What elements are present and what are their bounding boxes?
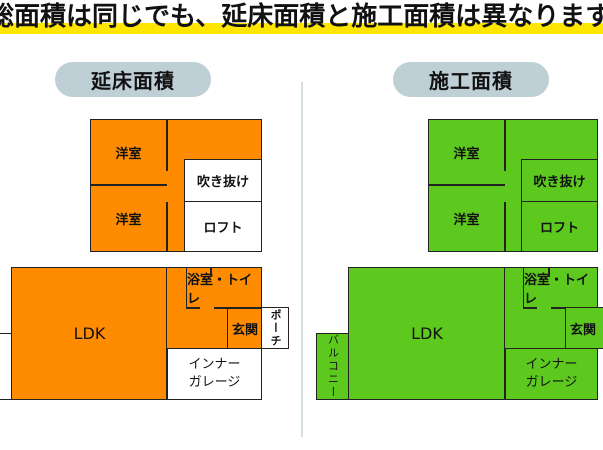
- title-highlight: [0, 23, 603, 34]
- room-bath: 浴室・トイレ: [186, 267, 262, 308]
- wall: [210, 267, 212, 277]
- room-ldk: LDK: [348, 267, 506, 400]
- room-entrance: 玄関: [227, 307, 262, 349]
- wall: [548, 267, 550, 277]
- right-upper-outline: [428, 119, 598, 252]
- wall: [166, 202, 168, 252]
- wall: [186, 307, 200, 309]
- title-banner: 総面積は同じでも、延床面積と施工面積は異なります: [0, 0, 603, 40]
- wall: [166, 119, 168, 171]
- room-porch: ポーチ: [261, 307, 289, 349]
- garage-line2: ガレージ: [525, 375, 578, 390]
- wall: [90, 184, 167, 186]
- label-floor-area: 延床面積: [55, 62, 211, 97]
- garage-line2: ガレージ: [188, 375, 241, 390]
- page-title: 総面積は同じでも、延床面積と施工面積は異なります: [0, 2, 603, 32]
- wall: [523, 307, 537, 309]
- room-loft: ロフト: [184, 201, 262, 252]
- room-loft: ロフト: [521, 201, 598, 252]
- room-ldk: LDK: [11, 267, 168, 400]
- room-garage: インナー ガレージ: [167, 348, 262, 400]
- garage-line1: インナー: [525, 357, 578, 372]
- garage-line1: インナー: [188, 357, 241, 372]
- room-balcony: バルコニー: [316, 333, 349, 400]
- room-garage: インナー ガレージ: [505, 348, 598, 400]
- label-construction-area: 施工面積: [393, 62, 549, 97]
- wall: [504, 202, 506, 252]
- room-entrance: 玄関: [565, 307, 603, 349]
- room-western-1: 洋室: [453, 146, 480, 162]
- wall: [504, 119, 506, 171]
- room-western-2: 洋室: [453, 213, 480, 228]
- wall: [428, 184, 505, 186]
- room-bath: 浴室・トイレ: [523, 267, 598, 308]
- divider: [301, 82, 303, 437]
- room-western-2: 洋室: [115, 213, 142, 228]
- room-western-1: 洋室: [115, 146, 142, 162]
- room-atrium: 吹き抜け: [184, 159, 262, 202]
- room-atrium: 吹き抜け: [521, 159, 598, 202]
